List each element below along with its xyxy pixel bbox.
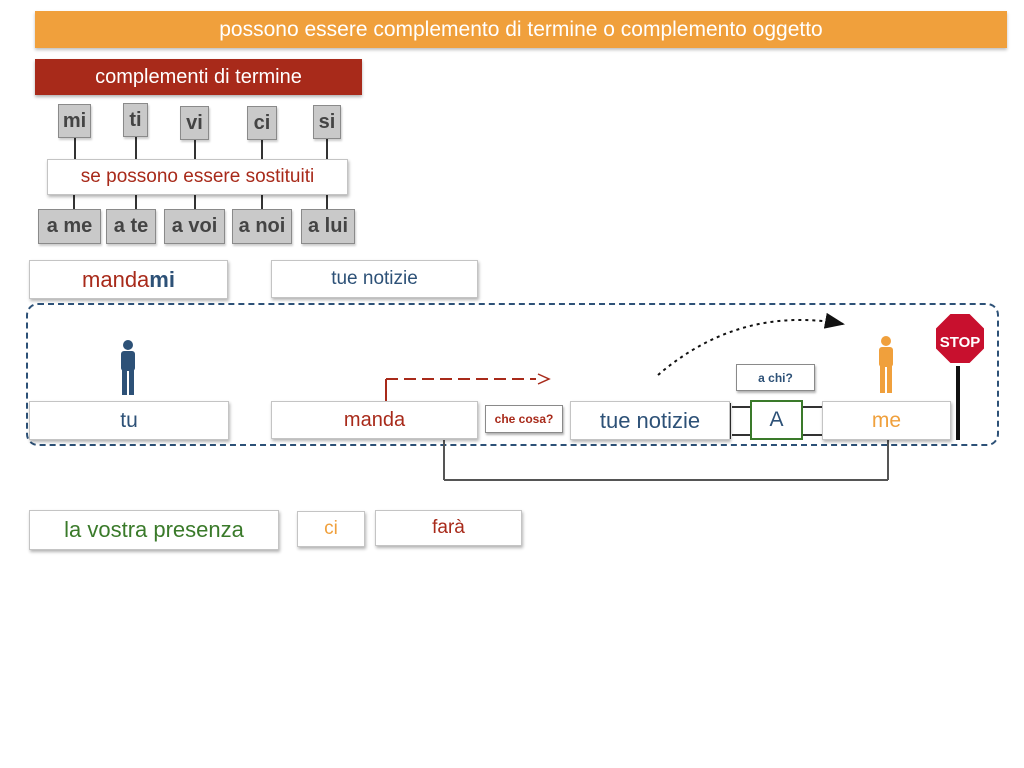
condition-box: se possono essere sostituiti — [47, 159, 348, 195]
pronoun-box-si: si — [313, 105, 341, 139]
verb-label: manda — [343, 408, 406, 431]
pronoun-box-vi: vi — [180, 106, 209, 140]
pronoun-box-ci: ci — [247, 106, 277, 140]
header-label: complementi di termine — [95, 65, 302, 88]
bracket-connector — [443, 440, 889, 481]
pronoun-label: ti — [129, 108, 142, 131]
replacement-label: a me — [46, 215, 93, 237]
pronoun-box-ti: ti — [123, 103, 148, 137]
example2-subject-label: la vostra presenza — [64, 517, 244, 542]
question-a-chi: a chi? — [736, 364, 815, 391]
header-complementi-di-termine: complementi di termine — [35, 59, 362, 95]
connector-line — [74, 137, 76, 160]
preposition-box-a: A — [750, 400, 803, 440]
condition-label: se possono essere sostituiti — [80, 166, 315, 187]
connector-line — [135, 195, 137, 209]
pronoun-label: mi — [62, 109, 87, 132]
question-che-cosa: che cosa? — [485, 405, 563, 433]
replacement-label: a noi — [238, 215, 286, 237]
verb-box-manda: manda — [271, 401, 478, 439]
connector-line — [73, 195, 75, 209]
example2-verb-label: farà — [432, 517, 465, 538]
page-title: possono essere complemento di termine o … — [219, 17, 823, 41]
replacement-box-a-me: a me — [38, 209, 101, 244]
object-box-tue-notizie: tue notizie — [570, 401, 730, 440]
connector-line — [194, 139, 196, 160]
sentence-analysis-frame — [26, 303, 999, 446]
term-box-me: me — [822, 401, 951, 440]
example2-pronoun-label: ci — [324, 518, 338, 539]
replacement-label: a voi — [171, 215, 218, 237]
connector-line — [261, 195, 263, 209]
preposition-label: A — [769, 408, 784, 431]
term-label: me — [871, 408, 902, 432]
replacement-label: a lui — [307, 215, 348, 237]
pronoun-label: si — [318, 110, 336, 133]
replacement-box-a-lui: a lui — [301, 209, 355, 244]
connector-line — [194, 195, 196, 209]
question-label: che cosa? — [494, 412, 554, 426]
subject-label: tu — [120, 408, 138, 432]
pronoun-label: vi — [186, 111, 203, 134]
example2-verb-box: farà — [375, 510, 522, 546]
example2-subject-box: la vostra presenza — [29, 510, 279, 550]
pronoun-label: ci — [253, 111, 271, 134]
replacement-box-a-noi: a noi — [232, 209, 292, 244]
example-object-label: tue notizie — [331, 268, 418, 289]
connector-line — [326, 195, 328, 209]
connector-line — [135, 136, 137, 160]
pronoun-box-mi: mi — [58, 104, 91, 138]
verb-part: manda — [82, 266, 150, 292]
object-label: tue notizie — [599, 407, 701, 433]
replacement-box-a-voi: a voi — [164, 209, 225, 244]
subject-box-tu: tu — [29, 401, 229, 440]
question-label: a chi? — [758, 370, 793, 385]
example2-pronoun-box: ci — [297, 511, 365, 547]
replacement-box-a-te: a te — [106, 209, 156, 244]
replacement-label: a te — [113, 215, 149, 237]
title-banner: possono essere complemento di termine o … — [35, 11, 1007, 48]
connector-line — [261, 139, 263, 160]
connector-line — [326, 138, 328, 160]
example-object-box: tue notizie — [271, 260, 478, 298]
pronoun-part: mi — [149, 266, 175, 292]
